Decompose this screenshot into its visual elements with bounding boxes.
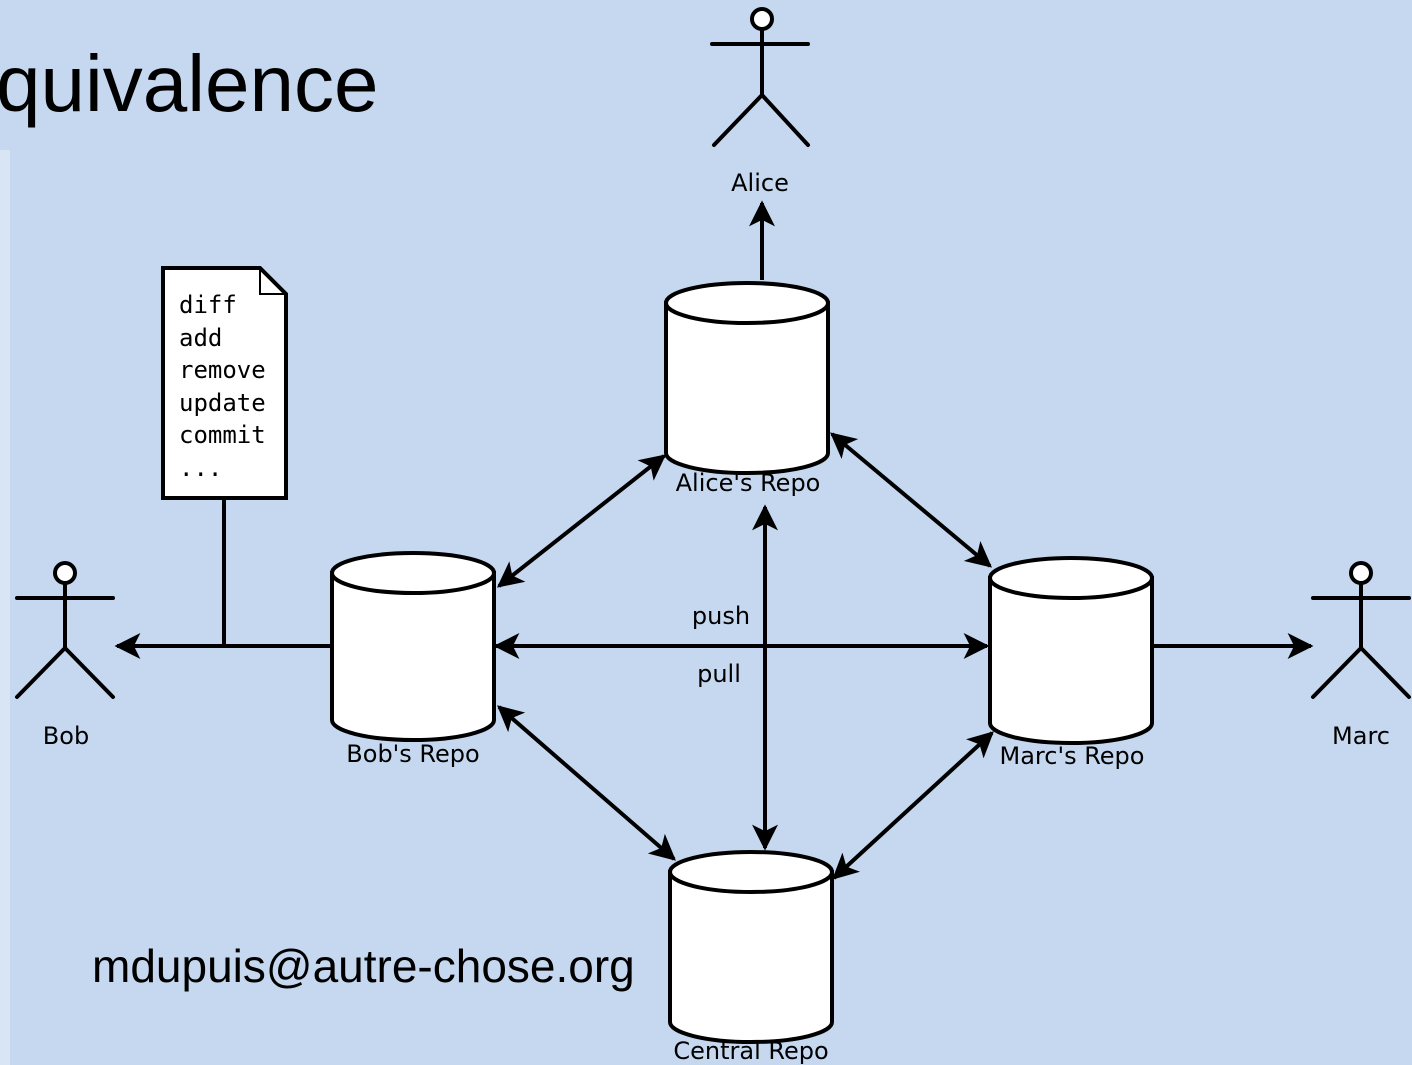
command-item: add bbox=[179, 323, 223, 352]
actor-alice-icon bbox=[710, 7, 810, 147]
slide-title: quivalence bbox=[0, 39, 379, 128]
pull-label: pull bbox=[697, 660, 741, 688]
actor-alice-label: Alice bbox=[731, 169, 789, 197]
repo-alice-cylinder bbox=[664, 281, 830, 475]
actor-marc-label: Marc bbox=[1332, 722, 1390, 750]
repo-central-label: Central Repo bbox=[673, 1037, 829, 1065]
actor-bob-icon bbox=[15, 561, 115, 699]
actor-marc-icon bbox=[1311, 561, 1411, 699]
repo-central-cylinder bbox=[668, 850, 834, 1044]
repo-alice-label: Alice's Repo bbox=[675, 469, 821, 497]
arrow-alice-repo-marc-repo bbox=[830, 432, 992, 568]
push-label: push bbox=[691, 602, 751, 630]
actor-bob-label: Bob bbox=[42, 722, 90, 750]
repo-bob-cylinder bbox=[330, 551, 496, 742]
repo-bob-label: Bob's Repo bbox=[346, 740, 480, 768]
command-item: update bbox=[179, 388, 266, 417]
command-item: commit bbox=[179, 421, 266, 449]
footer-email: mdupuis@autre-chose.org bbox=[92, 940, 635, 992]
connectors bbox=[114, 200, 1314, 880]
command-item: diff bbox=[179, 291, 237, 319]
command-item: remove bbox=[179, 356, 266, 384]
arrow-bob-repo-central-repo bbox=[497, 705, 676, 861]
command-item: ... bbox=[179, 453, 223, 482]
commands-note bbox=[161, 266, 288, 500]
command-list: diff add remove update commit ... bbox=[179, 289, 266, 484]
arrow-bob-repo-alice-repo bbox=[496, 454, 667, 588]
arrow-marc-repo-central-repo bbox=[832, 731, 994, 880]
slide-left-strip bbox=[0, 150, 10, 1065]
repo-marc-cylinder bbox=[988, 556, 1154, 745]
repo-marc-label: Marc's Repo bbox=[999, 742, 1145, 770]
